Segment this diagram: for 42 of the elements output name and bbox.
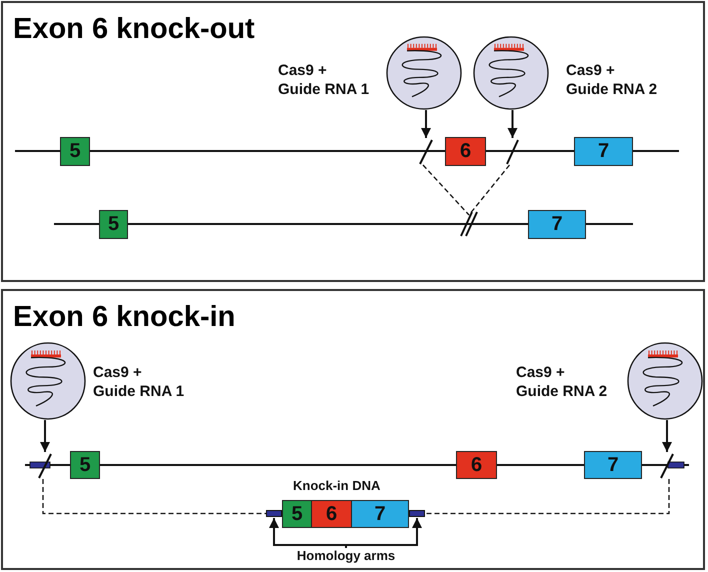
panel-title: Exon 6 knock-out [13,13,255,46]
complex-label: Cas9 + Guide RNA 2 [566,62,658,100]
exon-box: 6 [456,451,497,479]
arrow [421,110,431,138]
exon-box: 6 [311,500,352,528]
exon-box: 5 [60,137,90,166]
cut-site-mark [659,453,675,479]
exon-box: 7 [351,500,409,528]
arrow [269,518,347,548]
cut-site-mark [505,139,520,165]
panel [1,1,705,282]
arrow [508,110,518,138]
panel [1,289,705,570]
exon-box: 6 [445,137,486,166]
ligation-junction-mark [459,211,479,237]
exon-box: 5 [282,500,312,528]
panel-title: Exon 6 knock-in [13,301,236,334]
dashed-connector [42,479,266,514]
dashed-connector [422,164,470,216]
dashed-connector [468,164,510,216]
complex-label: Cas9 + Guide RNA 1 [278,62,370,100]
cas9-complex-circle [10,342,86,420]
cut-site-mark [37,453,53,479]
cas9-complex-circle [627,342,703,420]
complex-label: Cas9 + Guide RNA 2 [516,364,608,402]
complex-label: Cas9 + Guide RNA 1 [93,364,185,402]
dashed-connector [425,479,670,514]
exon-box: 7 [574,137,633,166]
cas9-complex-circle [386,36,462,110]
arrow [662,420,672,452]
homology-arm [409,510,425,517]
cas9-complex-circle [473,36,549,110]
exon-box: 5 [70,451,100,479]
exon-box: 7 [584,451,642,479]
homology-arm [266,510,282,517]
arrow [40,420,50,452]
bracket-label: Homology arms [290,548,402,564]
exon-box: 7 [528,210,586,239]
arrow [345,518,422,548]
exon-box: 5 [99,210,128,239]
cassette-label: Knock-in DNA [293,478,380,493]
cut-site-mark [418,139,434,165]
